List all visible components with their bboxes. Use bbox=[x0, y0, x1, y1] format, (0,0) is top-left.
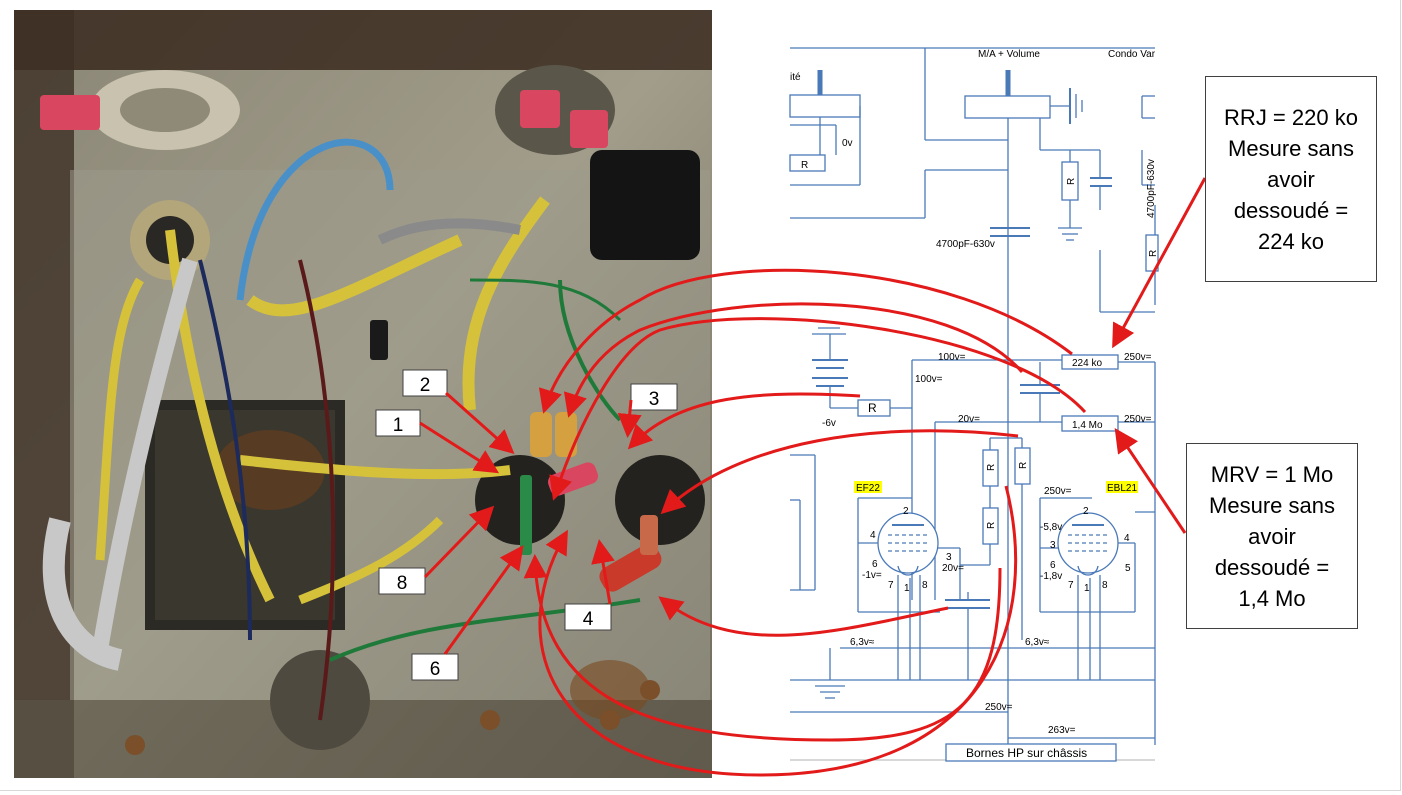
callout-mrv-line-4: dessoudé = bbox=[1214, 554, 1330, 580]
chassis-photo bbox=[14, 10, 712, 778]
photo-label-8: 8 bbox=[397, 573, 408, 594]
pin-left-6: 6 bbox=[872, 559, 878, 570]
capacitor-value: 4700pF-630v bbox=[936, 239, 995, 250]
callout-rrj-line-4: dessoudé = bbox=[1233, 197, 1349, 223]
resistor-220k-label: 224 ko bbox=[1072, 358, 1102, 369]
arrow-rrj bbox=[1112, 177, 1207, 349]
voltage-6-3v-b: 6,3v≈ bbox=[1025, 637, 1050, 648]
voltage-250v-c: 250v= bbox=[1044, 486, 1072, 497]
resistor-1m-label: 1,4 Mo bbox=[1072, 420, 1103, 431]
schematic-text: ité M/A + Volume Condo Var 0v R R 4700pF… bbox=[790, 49, 1159, 760]
callout-rrj-line-3: avoir bbox=[1267, 166, 1315, 192]
callout-rrj-line-5: 224 ko bbox=[1257, 228, 1325, 254]
arrow-224k-to-photo bbox=[538, 268, 1073, 414]
voltage-minus1v: -1v= bbox=[862, 570, 882, 581]
bottom-label: Bornes HP sur châssis bbox=[966, 746, 1087, 760]
voltage-minus1-8v: -1,8v bbox=[1040, 571, 1062, 582]
pin-left-1: 1 bbox=[904, 583, 910, 594]
arrow-label-1 bbox=[419, 421, 500, 474]
tube-left-label: EF22 bbox=[856, 483, 880, 494]
arrow-label-8 bbox=[423, 505, 495, 579]
arrow-r3-to-photo bbox=[523, 554, 1002, 742]
arrow-cap2-to-photo bbox=[658, 596, 949, 637]
voltage-minus6v: -6v bbox=[822, 418, 836, 429]
voltage-20v-a: 20v= bbox=[958, 414, 980, 425]
r-letter: R bbox=[986, 522, 997, 529]
voltage-263v: 263v= bbox=[1048, 725, 1076, 736]
arrow-r4-to-photo bbox=[538, 485, 1018, 777]
pin-left-7: 7 bbox=[888, 580, 894, 591]
photo-labels: 1 2 3 4 6 8 bbox=[375, 369, 678, 681]
red-arrows bbox=[419, 177, 1207, 777]
pin-right-5: 5 bbox=[1125, 563, 1131, 574]
pin-right-7: 7 bbox=[1068, 580, 1074, 591]
voltage-100v-a: 100v= bbox=[938, 352, 966, 363]
arrow-1m-to-photo bbox=[549, 317, 1087, 501]
r-letter: R bbox=[801, 160, 808, 171]
r-letter: R bbox=[1066, 178, 1077, 185]
pin-left-3: 3 bbox=[946, 552, 952, 563]
voltage-100v-b: 100v= bbox=[915, 374, 943, 385]
label-volume: M/A + Volume bbox=[978, 49, 1040, 60]
photo-label-3: 3 bbox=[649, 389, 660, 410]
r-letter: R bbox=[986, 464, 997, 471]
arrow-label-6 bbox=[443, 545, 524, 655]
tube-right-label: EBL21 bbox=[1107, 483, 1137, 494]
callout-rrj-line-2: Mesure sans bbox=[1228, 135, 1354, 161]
label-condo-var: Condo Var bbox=[1108, 49, 1156, 60]
photo-label-6: 6 bbox=[430, 659, 441, 680]
callout-rrj: RRJ = 220 ko Mesure sans avoir dessoudé … bbox=[1205, 76, 1377, 282]
voltage-0v: 0v bbox=[842, 138, 853, 149]
pin-right-2: 2 bbox=[1083, 506, 1089, 517]
photo-label-1: 1 bbox=[393, 415, 404, 436]
arrow-r-to-photo bbox=[627, 392, 861, 450]
photo-label-2: 2 bbox=[420, 375, 431, 396]
r-letter: R bbox=[1148, 250, 1159, 257]
r-letter: R bbox=[868, 401, 877, 415]
callout-mrv: MRV = 1 Mo Mesure sans avoir dessoudé = … bbox=[1186, 443, 1358, 629]
capacitor-value: 4700pF-630v bbox=[1146, 159, 1157, 218]
voltage-250v-a: 250v= bbox=[1124, 352, 1152, 363]
arrow-mrv bbox=[1114, 428, 1187, 534]
voltage-20v-b: 20v= bbox=[942, 563, 964, 574]
photo-label-4: 4 bbox=[583, 609, 594, 630]
voltage-250v-b: 250v= bbox=[1124, 414, 1152, 425]
pin-right-6: 6 bbox=[1050, 560, 1056, 571]
arrow-r2-to-photo bbox=[660, 429, 1019, 515]
pin-right-8: 8 bbox=[1102, 580, 1108, 591]
pin-left-8: 8 bbox=[922, 580, 928, 591]
callout-mrv-line-5: 1,4 Mo bbox=[1238, 585, 1306, 611]
pin-left-2: 2 bbox=[903, 506, 909, 517]
voltage-minus5-8v: -5,8v bbox=[1040, 522, 1062, 533]
voltage-6-3v-a: 6,3v≈ bbox=[850, 637, 875, 648]
callout-mrv-line-1: MRV = 1 Mo bbox=[1210, 461, 1334, 487]
r-letter: R bbox=[1018, 462, 1029, 469]
pin-right-4: 4 bbox=[1124, 533, 1130, 544]
callout-mrv-line-3: avoir bbox=[1248, 523, 1296, 549]
callout-rrj-line-1: RRJ = 220 ko bbox=[1224, 104, 1358, 130]
arrow-label-2 bbox=[445, 391, 515, 454]
arrow-label-4 bbox=[591, 539, 615, 605]
callout-mrv-line-2: Mesure sans bbox=[1209, 492, 1335, 518]
label-ite: ité bbox=[790, 72, 801, 83]
circuit-schematic bbox=[789, 47, 1159, 762]
voltage-250v-d: 250v= bbox=[985, 702, 1013, 713]
pin-right-3: 3 bbox=[1050, 540, 1056, 551]
pin-left-4: 4 bbox=[870, 530, 876, 541]
arrow-cap-to-photo bbox=[563, 302, 1024, 418]
pin-right-1: 1 bbox=[1084, 583, 1090, 594]
